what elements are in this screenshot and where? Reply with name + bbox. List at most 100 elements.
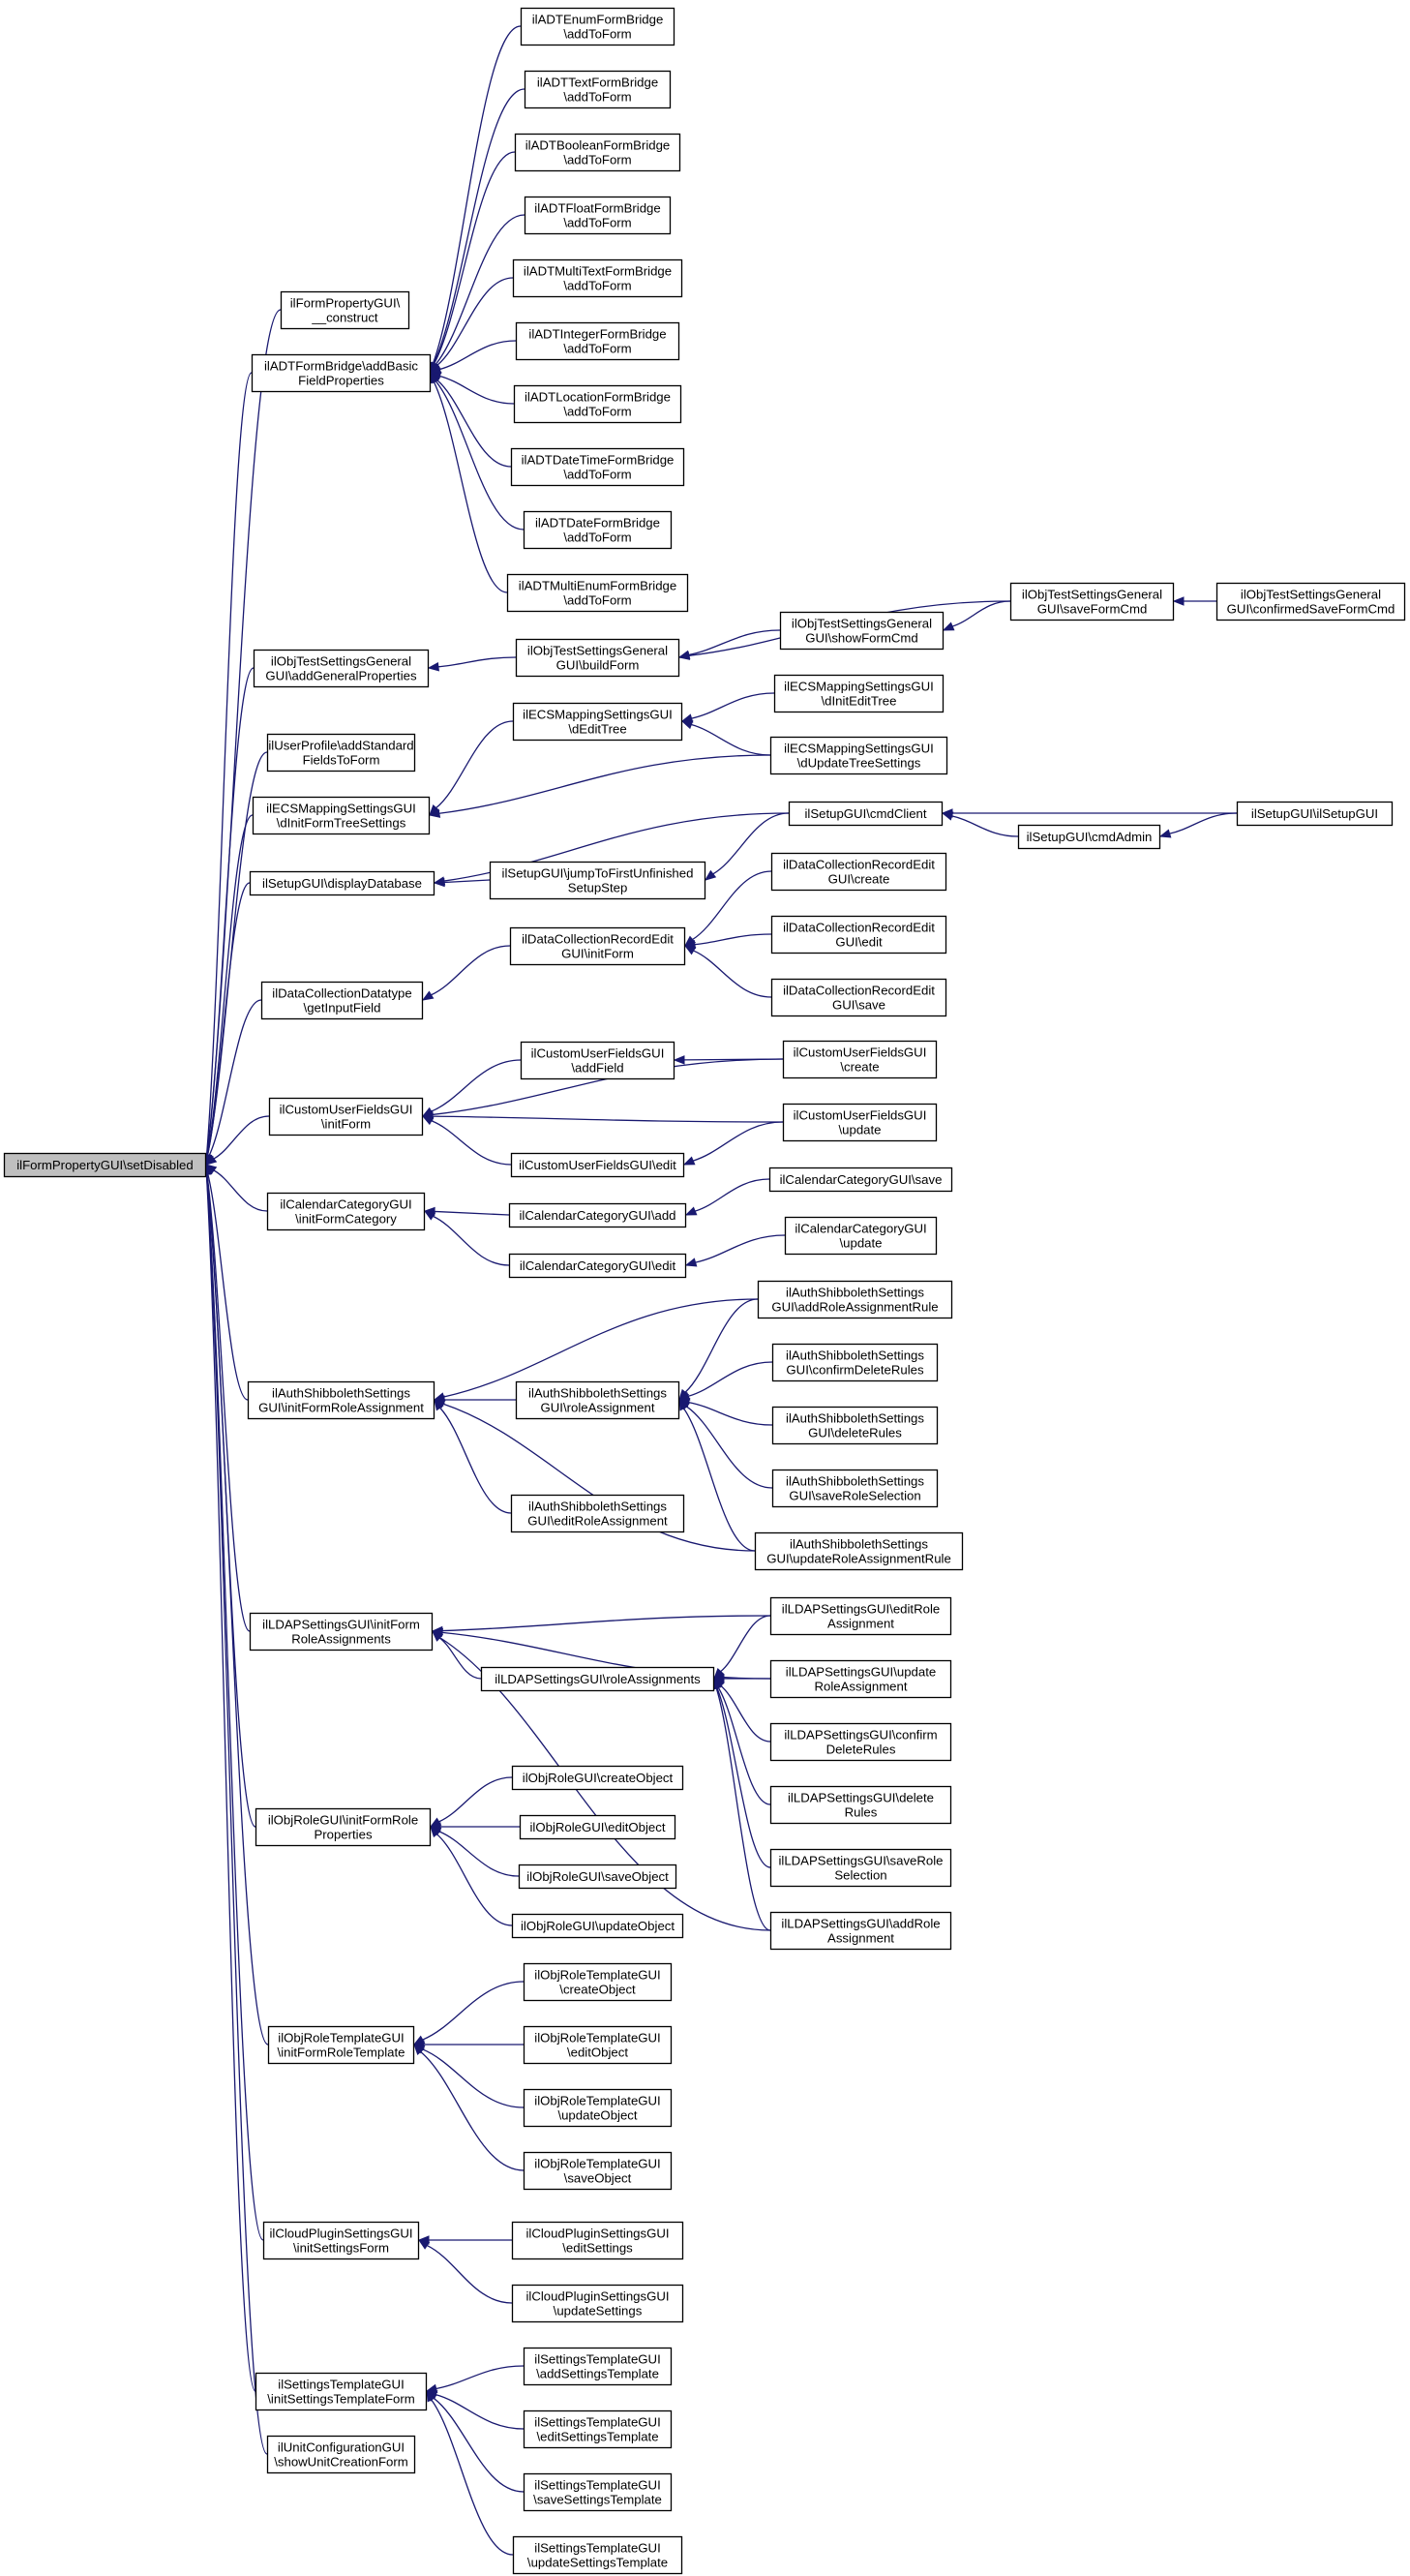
node-ecs-edit[interactable]: ilECSMappingSettingsGUI\dEditTree: [512, 702, 683, 742]
node-box: [524, 196, 672, 235]
node-rt-edit[interactable]: ilObjRoleTemplateGUI\editObject: [523, 2025, 673, 2065]
node-role-save[interactable]: ilObjRoleGUI\saveObject: [518, 1864, 677, 1890]
node-label: ilSetupGUI\jumpToFirstUnfinished: [502, 866, 694, 881]
edge-line: [435, 2365, 525, 2390]
node-ecs-update[interactable]: ilECSMappingSettingsGUI\dUpdateTreeSetti…: [769, 736, 948, 775]
node-fp-construct[interactable]: ilFormPropertyGUI\__construct: [280, 290, 410, 330]
node-adt-float[interactable]: ilADTFloatFormBridge\addToForm: [524, 196, 672, 235]
node-setup-cmdadmin[interactable]: ilSetupGUI\cmdAdmin: [1017, 824, 1161, 850]
node-adt-datetime[interactable]: ilADTDateTimeFormBridge\addToForm: [510, 447, 685, 487]
edge-line: [691, 692, 775, 719]
node-ldap-update[interactable]: ilLDAPSettingsGUI\updateRoleAssignment: [769, 1659, 952, 1699]
node-setup-ctor[interactable]: ilSetupGUI\ilSetupGUI: [1236, 801, 1394, 827]
node-st-update[interactable]: ilSettingsTemplateGUI\updateSettingsTemp…: [512, 2535, 683, 2575]
node-ldap-confirm[interactable]: ilLDAPSettingsGUI\confirmDeleteRules: [769, 1722, 952, 1762]
node-ldap-delete[interactable]: ilLDAPSettingsGUI\deleteRules: [769, 1785, 952, 1825]
node-cuf-init[interactable]: ilCustomUserFieldsGUI\initForm: [268, 1097, 424, 1136]
node-setup-jump[interactable]: ilSetupGUI\jumpToFirstUnfinishedSetupSte…: [489, 861, 706, 900]
node-cal-edit[interactable]: ilCalendarCategoryGUI\edit: [508, 1253, 687, 1279]
edge-dc-save-to-dc-init: [683, 945, 772, 998]
node-st-add[interactable]: ilSettingsTemplateGUI\addSettingsTemplat…: [523, 2347, 673, 2386]
node-cloud-edit[interactable]: ilCloudPluginSettingsGUI\editSettings: [511, 2221, 684, 2260]
node-shib-confirm[interactable]: ilAuthShibbolethSettingsGUI\confirmDelet…: [771, 1343, 939, 1382]
node-rt-create[interactable]: ilObjRoleTemplateGUI\createObject: [523, 1962, 673, 2002]
edge-line: [441, 1615, 771, 1632]
node-adt-multienum[interactable]: ilADTMultiEnumFormBridge\addToForm: [506, 573, 689, 613]
node-role-create[interactable]: ilObjRoleGUI\createObject: [511, 1765, 684, 1791]
node-rt-update[interactable]: ilObjRoleTemplateGUI\updateObject: [523, 2088, 673, 2128]
node-label: ilDataCollectionRecordEdit: [783, 921, 935, 935]
node-shib-updaterule[interactable]: ilAuthShibbolethSettingsGUI\updateRoleAs…: [754, 1531, 964, 1571]
node-adt-date[interactable]: ilADTDateFormBridge\addToForm: [523, 510, 673, 550]
node-root[interactable]: ilFormPropertyGUI\setDisabled: [3, 1152, 207, 1178]
node-adt-loc[interactable]: ilADTLocationFormBridge\addToForm: [513, 384, 682, 424]
node-ecs-initedit[interactable]: ilECSMappingSettingsGUI\dInitEditTree: [773, 674, 945, 713]
node-shib-addrule[interactable]: ilAuthShibbolethSettingsGUI\addRoleAssig…: [757, 1280, 953, 1319]
node-cal-add[interactable]: ilCalendarCategoryGUI\add: [508, 1202, 687, 1228]
node-adt-bool[interactable]: ilADTBooleanFormBridge\addToForm: [514, 133, 681, 172]
node-box: [253, 649, 430, 688]
node-rt-save[interactable]: ilObjRoleTemplateGUI\saveObject: [523, 2151, 673, 2191]
node-setup-cmdclient[interactable]: ilSetupGUI\cmdClient: [788, 801, 944, 827]
node-label: ilLDAPSettingsGUI\initForm: [262, 1618, 420, 1632]
node-label: ilCalendarCategoryGUI: [280, 1197, 411, 1212]
arrowhead-icon: [684, 1206, 698, 1216]
node-shib-init[interactable]: ilAuthShibbolethSettingsGUI\initFormRole…: [247, 1380, 435, 1420]
node-cloud-init[interactable]: ilCloudPluginSettingsGUI\initSettingsFor…: [262, 2221, 420, 2260]
node-label: ilSetupGUI\cmdAdmin: [1027, 830, 1153, 844]
node-cal-init[interactable]: ilCalendarCategoryGUI\initFormCategory: [266, 1192, 426, 1231]
node-cuf-update[interactable]: ilCustomUserFieldsGUI\update: [782, 1103, 938, 1142]
node-role-edit[interactable]: ilObjRoleGUI\editObject: [519, 1814, 676, 1840]
node-label: \initSettingsForm: [293, 2241, 389, 2256]
edge-cal-update-to-cal-edit: [684, 1234, 786, 1267]
node-ldap-init[interactable]: ilLDAPSettingsGUI\initFormRoleAssignment…: [249, 1612, 434, 1652]
node-adt-text[interactable]: ilADTTextFormBridge\addToForm: [524, 70, 672, 109]
node-shib-saverole[interactable]: ilAuthShibbolethSettingsGUI\saveRoleSele…: [771, 1469, 939, 1508]
node-ldap-addrole[interactable]: ilLDAPSettingsGUI\addRoleAssignment: [769, 1911, 952, 1951]
node-ldap-saverole[interactable]: ilLDAPSettingsGUI\saveRoleSelection: [769, 1848, 952, 1888]
node-cal-save[interactable]: ilCalendarCategoryGUI\save: [768, 1167, 953, 1193]
node-adt-enum[interactable]: ilADTEnumFormBridge\addToForm: [520, 7, 675, 46]
node-label: ilSettingsTemplateGUI: [534, 2541, 660, 2556]
node-adt-multitext[interactable]: ilADTMultiTextFormBridge\addToForm: [512, 258, 683, 298]
node-st-save[interactable]: ilSettingsTemplateGUI\saveSettingsTempla…: [523, 2472, 673, 2512]
node-cuf-addfield[interactable]: ilCustomUserFieldsGUI\addField: [520, 1041, 675, 1080]
node-ldap-editrole[interactable]: ilLDAPSettingsGUI\editRoleAssignment: [769, 1596, 952, 1636]
edge-line: [205, 1173, 264, 2241]
node-label: ilECSMappingSettingsGUI: [784, 742, 934, 756]
node-cloud-update[interactable]: ilCloudPluginSettingsGUI\updateSettings: [511, 2284, 684, 2323]
node-st-edit[interactable]: ilSettingsTemplateGUI\editSettingsTempla…: [523, 2409, 673, 2449]
node-ldap-role[interactable]: ilLDAPSettingsGUI\roleAssignments: [480, 1666, 715, 1692]
node-dc-datatype[interactable]: ilDataCollectionDatatype\getInputField: [260, 981, 424, 1020]
edge-cuf-create-to-cuf-addfield: [673, 1055, 784, 1065]
node-role-update[interactable]: ilObjRoleGUI\updateObject: [511, 1913, 684, 1939]
node-shib-editrole[interactable]: ilAuthShibbolethSettingsGUI\editRoleAssi…: [510, 1494, 685, 1533]
node-setup-disp[interactable]: ilSetupGUI\displayDatabase: [249, 870, 435, 896]
node-unit-show[interactable]: ilUnitConfigurationGUI\showUnitCreationF…: [266, 2435, 416, 2474]
node-ots-confirm[interactable]: ilObjTestSettingsGeneralGUI\confirmedSav…: [1215, 582, 1406, 621]
node-ecs-init[interactable]: ilECSMappingSettingsGUI\dInitFormTreeSet…: [252, 796, 431, 835]
node-label: DeleteRules: [826, 1743, 896, 1757]
node-ots-addgen[interactable]: ilObjTestSettingsGeneralGUI\addGeneralPr…: [253, 649, 430, 688]
node-cal-update[interactable]: ilCalendarCategoryGUI\update: [784, 1216, 938, 1256]
node-rt-init[interactable]: ilObjRoleTemplateGUI\initFormRoleTemplat…: [267, 2025, 415, 2065]
node-cuf-edit[interactable]: ilCustomUserFieldsGUI\edit: [510, 1152, 685, 1178]
node-st-init[interactable]: ilSettingsTemplateGUI\initSettingsTempla…: [255, 2372, 428, 2411]
edge-line: [205, 1173, 256, 2392]
edge-line: [694, 933, 772, 946]
node-shib-role[interactable]: ilAuthShibbolethSettingsGUI\roleAssignme…: [515, 1380, 680, 1420]
node-adt-int[interactable]: ilADTIntegerFormBridge\addToForm: [515, 321, 680, 361]
node-cuf-create[interactable]: ilCustomUserFieldsGUI\create: [782, 1040, 938, 1079]
edge-line: [206, 814, 254, 1156]
